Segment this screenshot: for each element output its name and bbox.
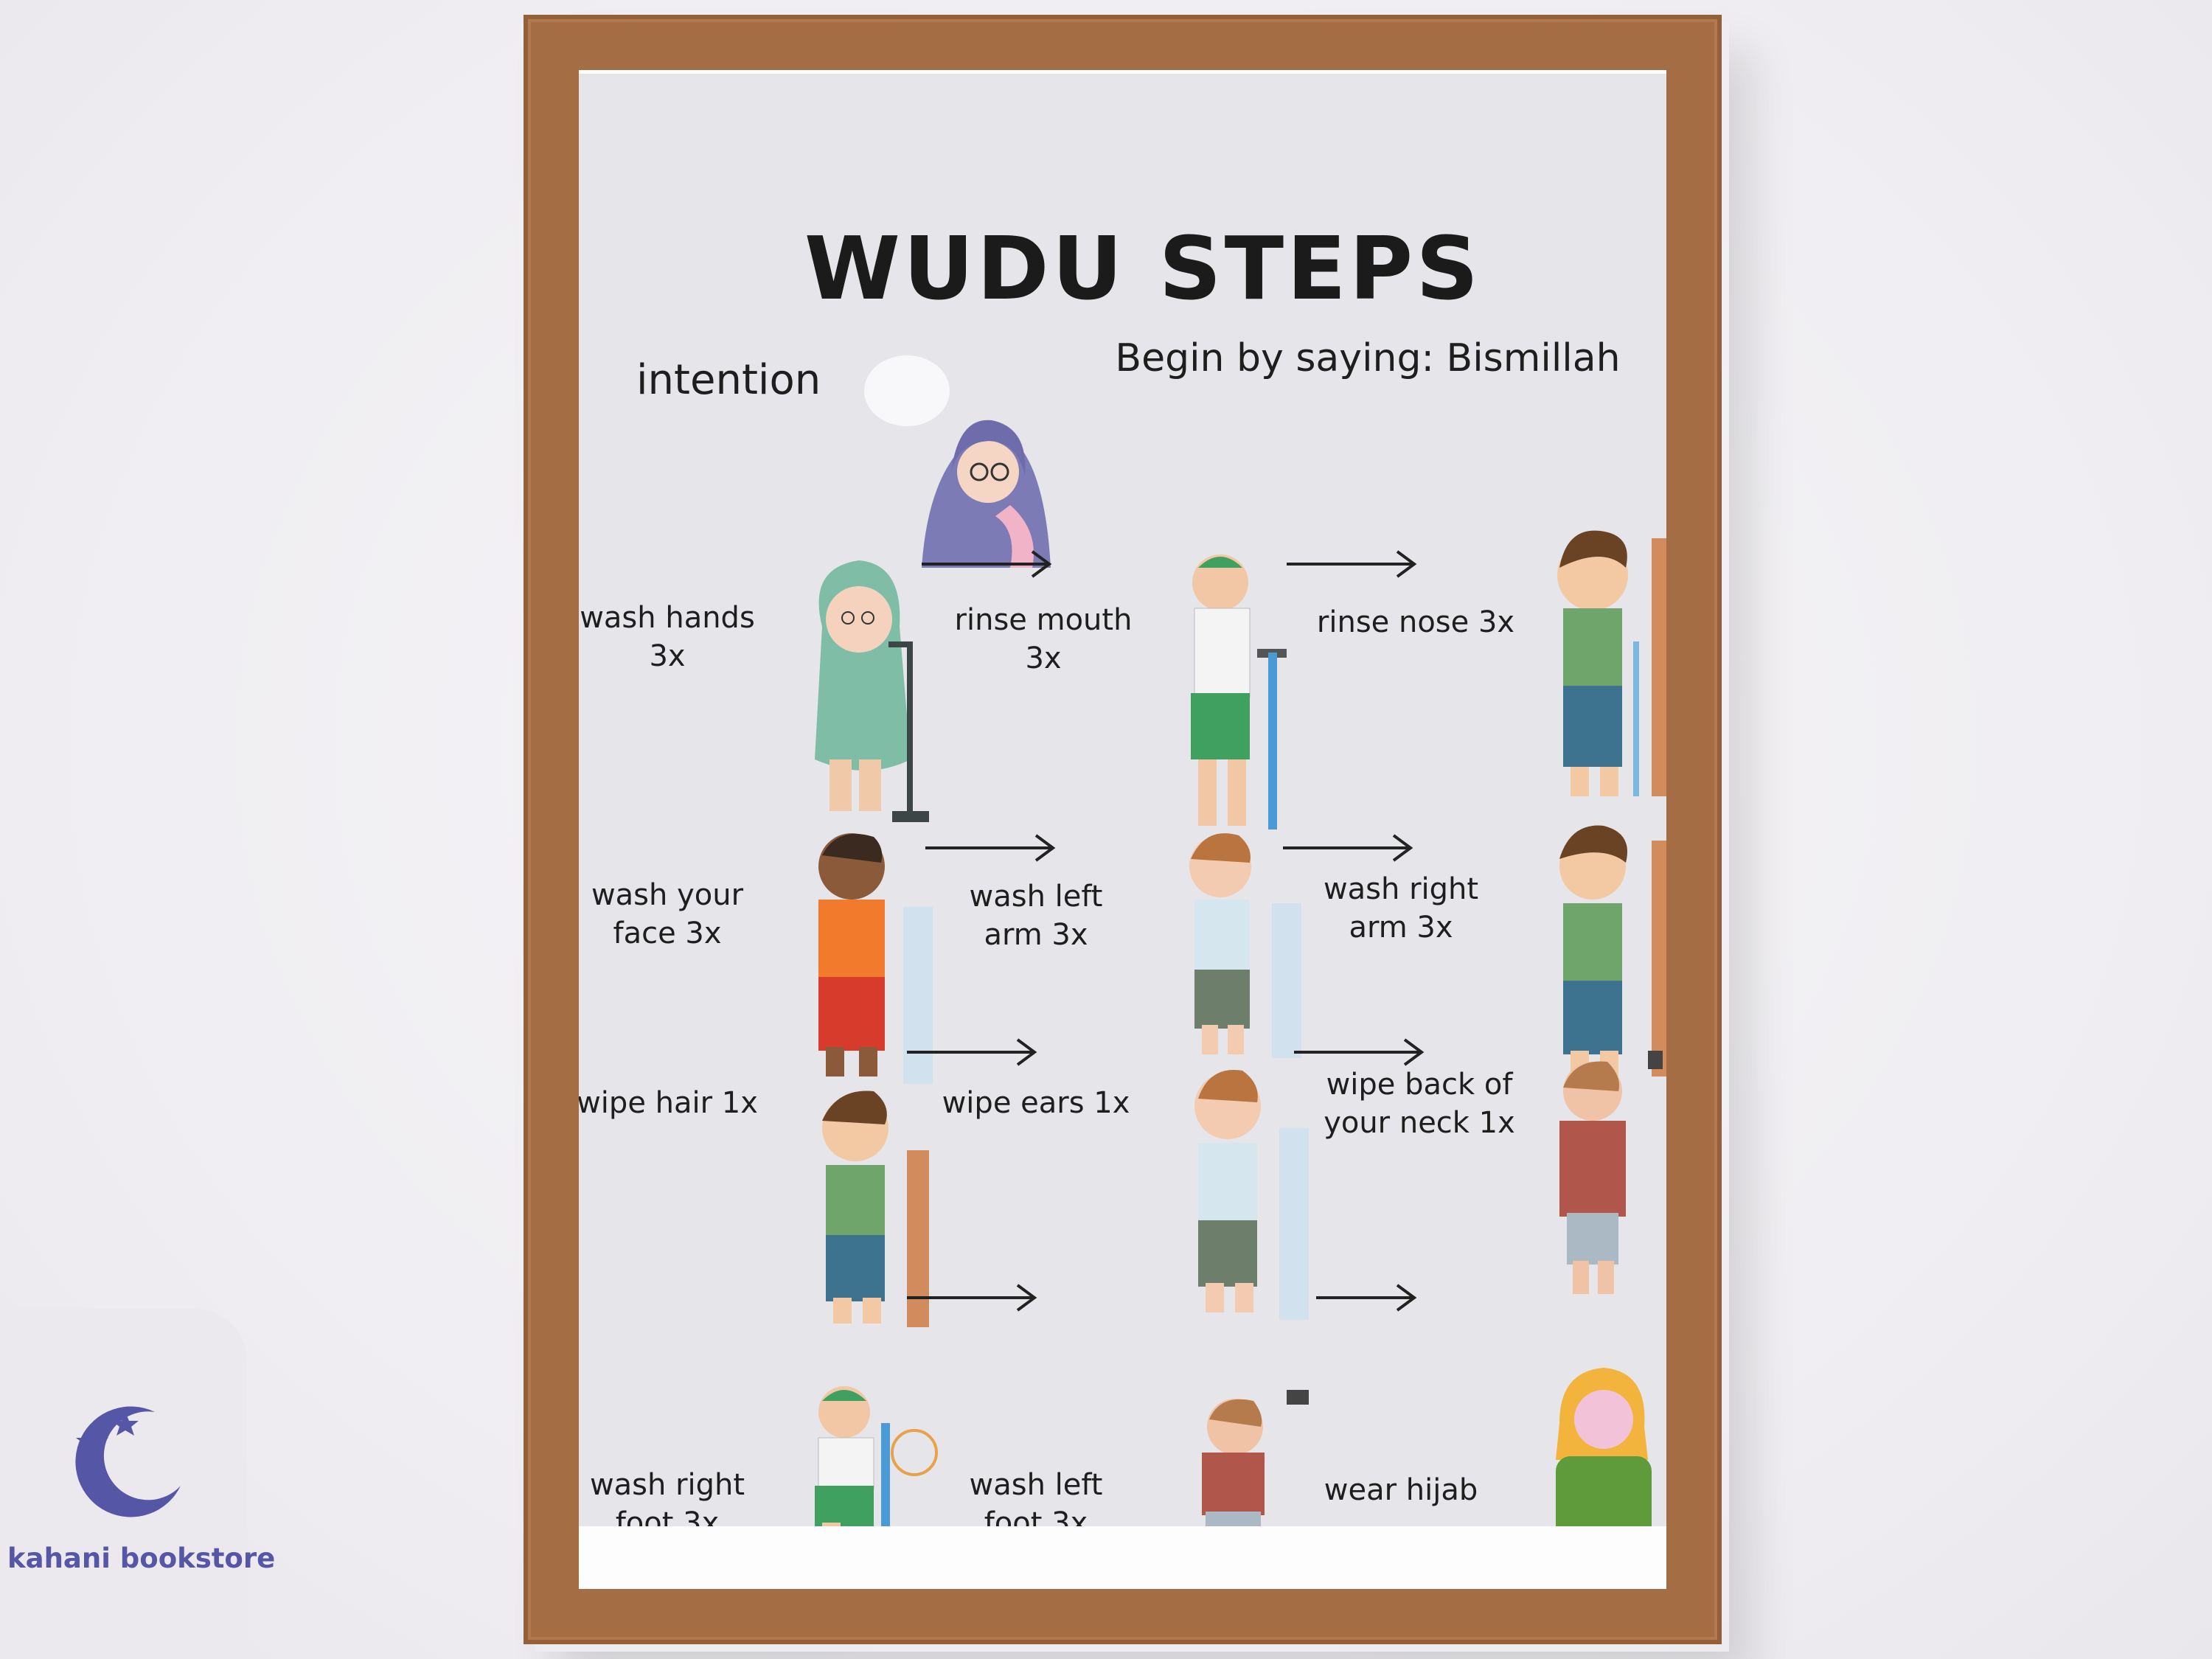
step-wash-left-arm: wash left arm 3x <box>940 877 1132 954</box>
step-line-1: wash left <box>969 880 1103 914</box>
child-wiping-neck-illustration <box>1559 1051 1663 1294</box>
step-wipe-hair: wipe hair 1x <box>579 1084 763 1122</box>
step-wash-hands: wash hands 3x <box>579 599 763 675</box>
step-line-1: wipe back of <box>1326 1068 1513 1102</box>
poster-title: WUDU STEPS <box>804 218 1482 319</box>
wudu-poster: WUDU STEPS intention Begin by saying: Bi… <box>579 74 1666 1526</box>
child-washing-right-arm-illustration <box>1559 825 1666 1077</box>
step-line-1: wash left <box>969 1468 1103 1502</box>
step-line-1: wear hijab <box>1324 1473 1478 1507</box>
step-line-2: foot 3x <box>615 1506 720 1526</box>
thinking-girl-illustration <box>864 355 1051 568</box>
arrow-icon <box>1283 834 1413 862</box>
step-line-2: 3x <box>649 639 686 673</box>
moon-stars-icon <box>75 1406 181 1517</box>
step-line-2: foot 3x <box>984 1506 1088 1526</box>
step-wash-right-foot: wash right foot 3x <box>579 1466 763 1526</box>
child-washing-left-arm-illustration <box>1189 833 1301 1058</box>
step-wipe-neck: wipe back of your neck 1x <box>1305 1065 1534 1142</box>
step-wash-face: wash your face 3x <box>579 876 763 953</box>
step-rinse-nose: rinse nose 3x <box>1305 603 1526 641</box>
step-line-1: wash hands <box>580 601 755 635</box>
step-line-2: your neck 1x <box>1324 1106 1515 1140</box>
intention-label: intention <box>636 356 821 404</box>
child-washing-face-illustration <box>818 833 933 1084</box>
store-logo-card <box>0 1309 247 1659</box>
arrow-icon <box>1316 1284 1417 1312</box>
step-line-2: arm 3x <box>984 918 1088 952</box>
step-line-2: face 3x <box>613 917 722 950</box>
step-line-1: rinse mouth <box>954 603 1133 637</box>
arrow-icon <box>907 1038 1037 1066</box>
step-line-1: wipe hair 1x <box>579 1086 758 1120</box>
step-line-1: rinse nose 3x <box>1316 605 1515 639</box>
child-rinsing-nose-illustration <box>1557 530 1666 796</box>
step-line-1: wash your <box>591 878 744 912</box>
child-washing-left-foot-illustration <box>1202 1390 1309 1526</box>
step-line-1: wash right <box>1323 872 1479 906</box>
step-line-1: wipe ears 1x <box>942 1086 1130 1120</box>
child-washing-right-foot-illustration <box>815 1386 938 1526</box>
step-rinse-mouth: rinse mouth 3x <box>947 601 1139 678</box>
arrow-icon <box>1287 550 1417 578</box>
child-rinsing-mouth-illustration <box>1191 554 1287 830</box>
arrow-icon <box>925 834 1056 862</box>
step-wash-right-arm: wash right arm 3x <box>1305 870 1497 947</box>
child-washing-hands-illustration <box>815 560 929 822</box>
step-line-2: 3x <box>1025 641 1062 675</box>
arrow-icon <box>1294 1038 1425 1066</box>
child-wiping-ears-illustration <box>1194 1070 1309 1320</box>
bismillah-label: Begin by saying: Bismillah <box>1115 336 1621 380</box>
arrow-icon <box>922 550 1052 578</box>
step-wear-hijab: wear hijab <box>1305 1471 1497 1509</box>
step-wipe-ears: wipe ears 1x <box>940 1084 1132 1122</box>
step-line-2: arm 3x <box>1349 911 1453 945</box>
girl-wearing-hijab-illustration <box>1556 1368 1652 1526</box>
step-line-1: wash right <box>589 1468 745 1502</box>
arrow-icon <box>907 1284 1037 1312</box>
step-wash-left-foot: wash left foot 3x <box>940 1466 1132 1526</box>
store-name: kahani bookstore <box>7 1543 276 1574</box>
